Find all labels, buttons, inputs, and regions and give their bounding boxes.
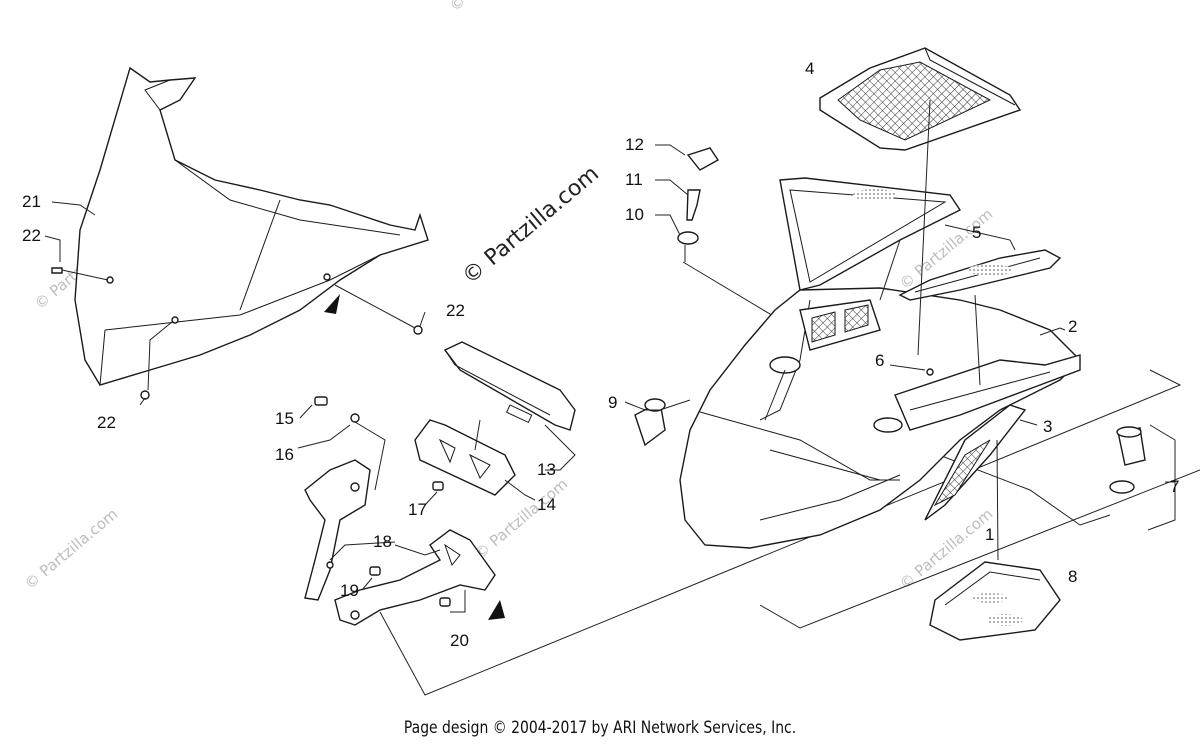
page-footer: Page design © 2004-2017 by ARI Network S… (403, 718, 797, 738)
callout-13: 13 (537, 460, 556, 479)
fastener-part-6 (889, 364, 934, 376)
ignition-parts (655, 144, 720, 262)
panel-part-5 (779, 99, 1062, 386)
faint-watermark: © Partzilla.com (21, 505, 121, 593)
knob-part-7 (1109, 424, 1176, 531)
screw-parts-22 (44, 201, 426, 406)
assembly-lines (379, 261, 1200, 696)
mat-part-8 (929, 439, 1061, 641)
callout-16: 16 (275, 445, 294, 464)
fastener-parts (297, 396, 444, 506)
callout-3: 3 (1043, 417, 1052, 436)
callout-8: 8 (1068, 567, 1077, 586)
callout-18: 18 (373, 532, 392, 551)
gauge-cover-part (443, 341, 576, 471)
callout-19: 19 (340, 581, 359, 600)
mount-bracket-part (304, 459, 496, 626)
callout-1: 1 (985, 525, 994, 544)
partzilla-watermark: © Partzilla.com (458, 161, 604, 289)
callout-21: 21 (22, 192, 41, 211)
callout-10: 10 (625, 205, 644, 224)
switch-part-9 (624, 398, 691, 447)
callout-11: 11 (625, 170, 643, 189)
storage-bin-part (819, 47, 1022, 151)
callout-6: 6 (875, 351, 884, 370)
hood-part (679, 287, 1081, 549)
callout-14: 14 (537, 495, 556, 514)
callout-9: 9 (608, 393, 617, 412)
callout-2: 2 (1068, 317, 1077, 336)
arrow-indicator (488, 600, 505, 620)
bracket-hardware (361, 566, 466, 613)
callout-15: 15 (275, 409, 294, 428)
faint-watermark: © Partzilla.com (446, 0, 546, 15)
callout-4: 4 (805, 59, 814, 78)
callout-22b: 22 (446, 301, 465, 320)
callout-12: 12 (625, 135, 644, 154)
callout-22a: 22 (22, 226, 41, 245)
callout-22c: 22 (97, 413, 116, 432)
windshield-part (74, 66, 429, 386)
callout-7: 7 (1170, 477, 1179, 496)
gauge-bracket-part (414, 419, 536, 501)
arrow-indicator (324, 294, 340, 314)
callout-17: 17 (408, 500, 427, 519)
callout-5: 5 (972, 223, 981, 242)
callout-labels: 1 2 3 4 5 6 7 8 9 10 11 12 13 14 15 16 1… (22, 59, 1179, 650)
callout-20: 20 (450, 631, 469, 650)
